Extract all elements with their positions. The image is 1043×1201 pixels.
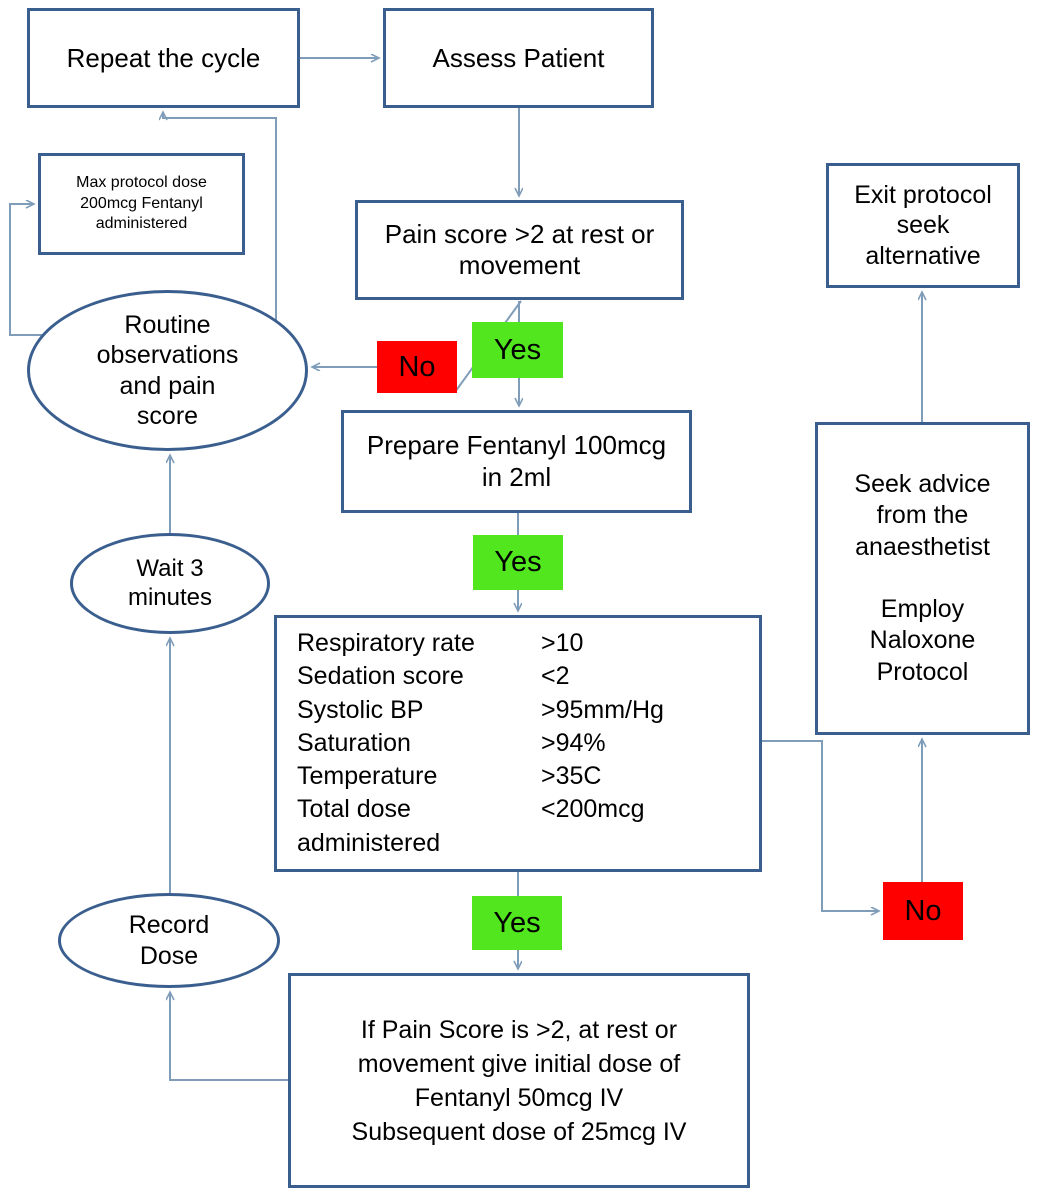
vitals-criteria-list: Respiratory rate >10 Sedation score <2 S… [277,627,759,860]
node-label-line: Wait 3 [136,554,204,582]
node-prepare-fentanyl[interactable]: Prepare Fentanyl 100mcg in 2ml [341,410,692,513]
node-label-lines: Seek advice from the anaesthetist Employ… [854,469,990,688]
vitals-row: Total dose administered <200mcg [297,793,759,860]
node-label-line: in 2ml [481,461,552,492]
node-label-lines: Exit protocol seek alternative [854,180,992,272]
node-label-line: Naloxone [869,626,976,655]
node-label-lines: Routine observations and pain score [97,310,239,432]
badge-yes-vitals[interactable]: Yes [472,896,562,950]
vitals-row: Temperature >35C [297,760,759,793]
node-label-line: from the [876,501,969,530]
node-label-line: Prepare Fentanyl 100mcg [366,429,667,460]
node-exit-protocol[interactable]: Exit protocol seek alternative [826,163,1020,288]
node-label-line: Fentanyl 50mcg IV [414,1083,624,1112]
vitals-value: <200mcg [541,795,645,824]
node-label: Assess Patient [432,42,605,73]
node-vital-signs-criteria[interactable]: Respiratory rate >10 Sedation score <2 S… [274,615,762,872]
node-label-line: Protocol [876,657,969,686]
vitals-row: Systolic BP >95mm/Hg [297,694,759,727]
node-label-line: Seek advice [854,470,991,499]
node-label-line: and pain [119,371,216,400]
node-label-line: Routine [124,310,211,339]
node-label-line: Pain score >2 at rest or [384,218,655,249]
node-label-line: administered [95,215,188,233]
node-label-lines: If Pain Score is >2, at rest or movement… [352,1013,687,1149]
node-pain-score-check[interactable]: Pain score >2 at rest or movement [355,200,684,300]
node-label-lines: Record Dose [129,910,210,971]
vitals-row: Respiratory rate >10 [297,627,759,660]
node-label-lines: Prepare Fentanyl 100mcg in 2ml [367,430,666,493]
node-label-line: Subsequent dose of 25mcg IV [351,1117,687,1146]
node-record-dose[interactable]: Record Dose [58,893,280,988]
edge-vitals-to-no [762,740,879,911]
badge-yes-prepare-fentanyl[interactable]: Yes [473,535,563,590]
node-label-line: observations [96,341,239,369]
vitals-label: Total dose administered [297,795,441,857]
badge-no-vitals[interactable]: No [883,882,963,940]
vitals-value: <2 [541,662,570,691]
node-assess-patient[interactable]: Assess Patient [383,8,654,108]
vitals-value: >10 [541,629,584,658]
node-repeat-the-cycle[interactable]: Repeat the cycle [27,8,300,108]
node-wait-three-minutes[interactable]: Wait 3 minutes [70,533,270,634]
vitals-label: Respiratory rate [297,629,475,658]
vitals-row: Sedation score <2 [297,660,759,693]
node-routine-observations[interactable]: Routine observations and pain score [27,290,308,451]
node-label-line: Dose [139,941,199,970]
node-label-line: minutes [127,583,213,611]
vitals-label: Sedation score [297,662,464,691]
node-label-line: Exit protocol [854,180,992,209]
vitals-value: >95mm/Hg [541,695,664,724]
node-label-line-blank [854,563,990,594]
badge-no-pain-score[interactable]: No [377,341,457,393]
node-seek-advice-anaesthetist[interactable]: Seek advice from the anaesthetist Employ… [815,422,1030,735]
node-label-line: movement give initial dose of [357,1049,681,1078]
node-label-line: alternative [865,241,981,270]
node-give-dose-instructions[interactable]: If Pain Score is >2, at rest or movement… [288,973,750,1188]
node-label-line: Record [128,911,210,939]
badge-yes-pain-score[interactable]: Yes [472,322,563,378]
vitals-value: >94% [541,728,606,757]
node-label: Repeat the cycle [66,42,261,73]
node-label-line: anaesthetist [855,532,990,561]
vitals-value: >35C [541,762,602,791]
node-label-lines: Max protocol dose 200mcg Fentanyl admini… [76,173,207,234]
vitals-row: Saturation >94% [297,727,759,760]
vitals-label: Systolic BP [297,695,424,724]
node-label-line: If Pain Score is >2, at rest or [360,1015,678,1044]
node-label-line: movement [458,250,581,280]
node-label-lines: Pain score >2 at rest or movement [385,219,655,281]
vitals-label: Temperature [297,762,438,791]
node-max-protocol-dose[interactable]: Max protocol dose 200mcg Fentanyl admini… [38,153,245,255]
node-label-line: seek [896,211,950,240]
node-label-line: Max protocol dose [76,174,207,192]
node-label-line: 200mcg Fentanyl [80,194,203,212]
node-label-lines: Wait 3 minutes [128,555,212,613]
vitals-label: Saturation [297,728,411,757]
node-label-line: score [136,402,199,430]
node-label-line: Employ [880,595,965,624]
edge-givedose-to-record [170,992,288,1081]
